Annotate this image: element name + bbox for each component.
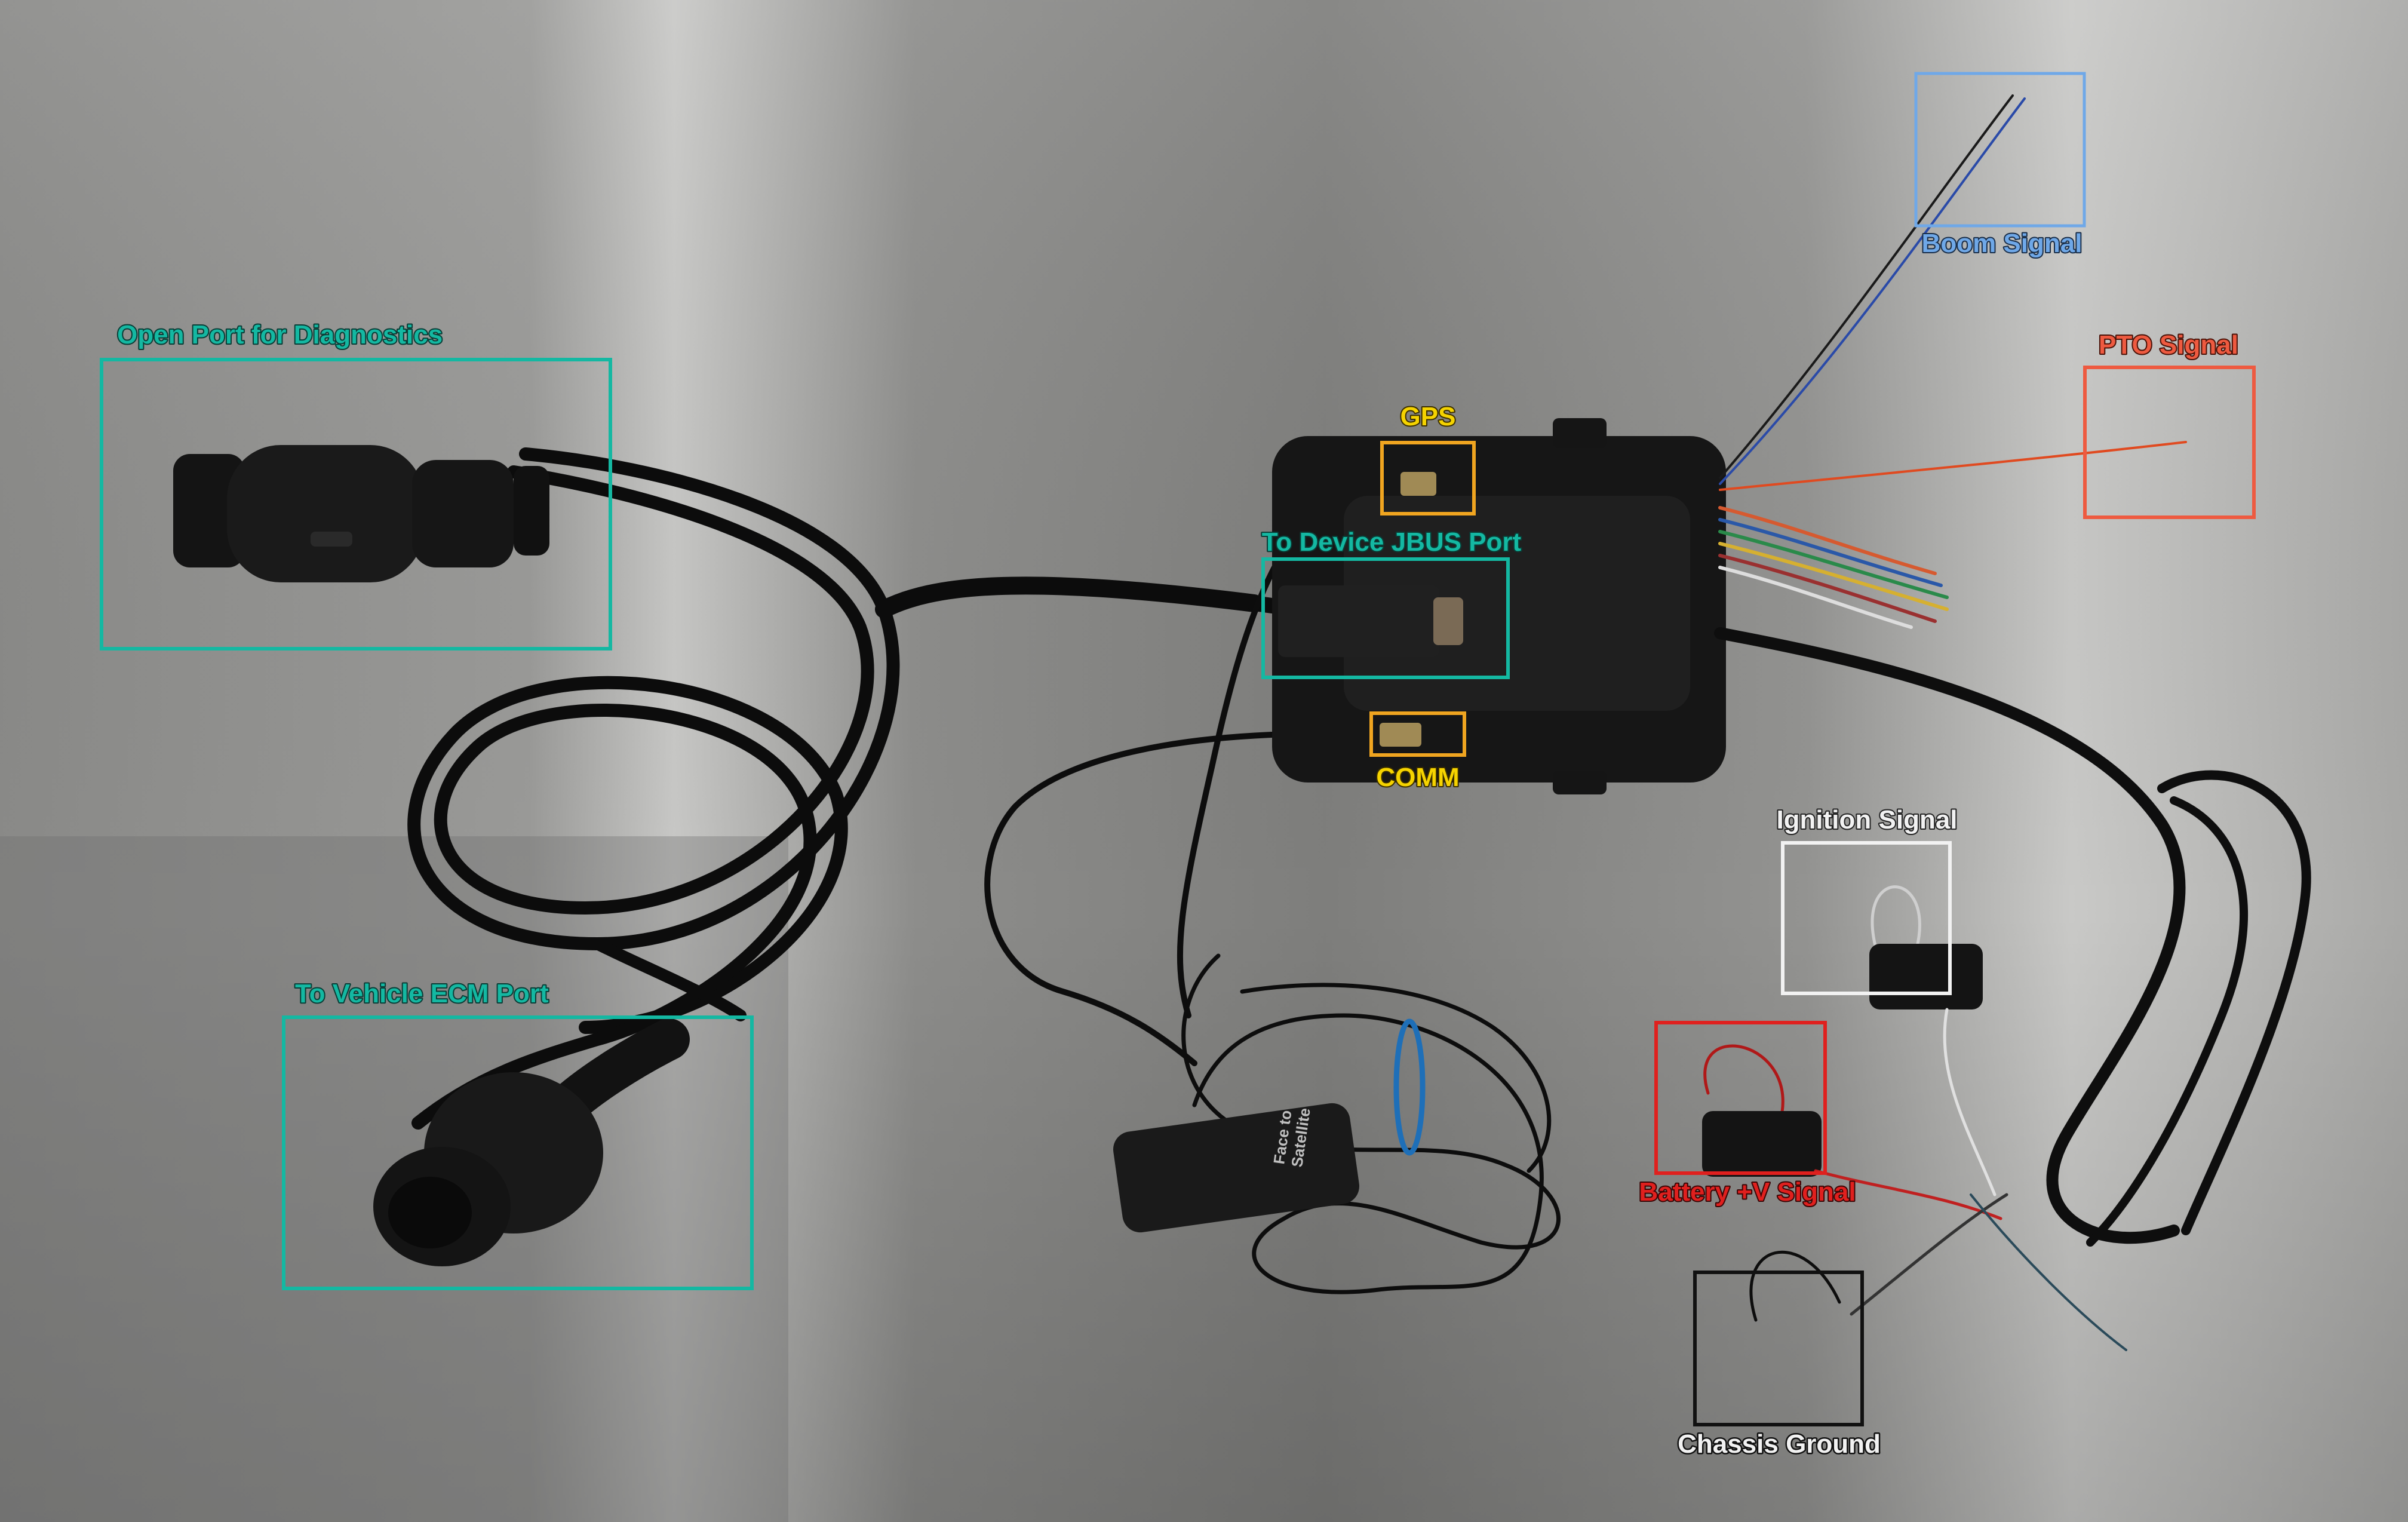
pto-box <box>2083 366 2256 519</box>
ignition-box <box>1781 841 1952 995</box>
open-port-box <box>100 358 612 650</box>
chassis-label: Chassis Ground <box>1678 1429 1881 1459</box>
vehicle-ecm-connector <box>373 1018 690 1266</box>
gps-sma-connector <box>1400 472 1436 496</box>
gps-label: GPS <box>1400 402 1456 431</box>
comm-box <box>1369 711 1466 757</box>
boom-label: Boom Signal <box>1922 229 2083 258</box>
comm-sma-connector <box>1380 723 1421 747</box>
chassis-box <box>1693 1271 1864 1426</box>
satellite-antenna: Face to Satellite <box>1113 1103 1360 1233</box>
blue-rubber-band <box>1393 1018 1426 1156</box>
open-port-label: Open Port for Diagnostics <box>117 320 443 349</box>
battery-box <box>1654 1021 1827 1175</box>
pto-label: PTO Signal <box>2099 330 2238 360</box>
db9-connector <box>1278 585 1463 657</box>
gps-box <box>1380 441 1476 515</box>
right-harness-cable <box>1714 627 2311 1247</box>
diagnostic-connector <box>173 445 549 582</box>
battery-label: Battery +V Signal <box>1639 1177 1856 1207</box>
device-jbus-label: To Device JBUS Port <box>1262 527 1522 557</box>
ignition-label: Ignition Signal <box>1776 805 1957 834</box>
device-jbus-box <box>1261 557 1510 679</box>
vehicle-ecm-box <box>282 1015 754 1290</box>
boom-box <box>1914 72 2086 228</box>
device-wire-bundle <box>1718 94 2187 629</box>
vehicle-ecm-label: To Vehicle ECM Port <box>295 979 549 1008</box>
comm-label: COMM <box>1376 763 1459 792</box>
